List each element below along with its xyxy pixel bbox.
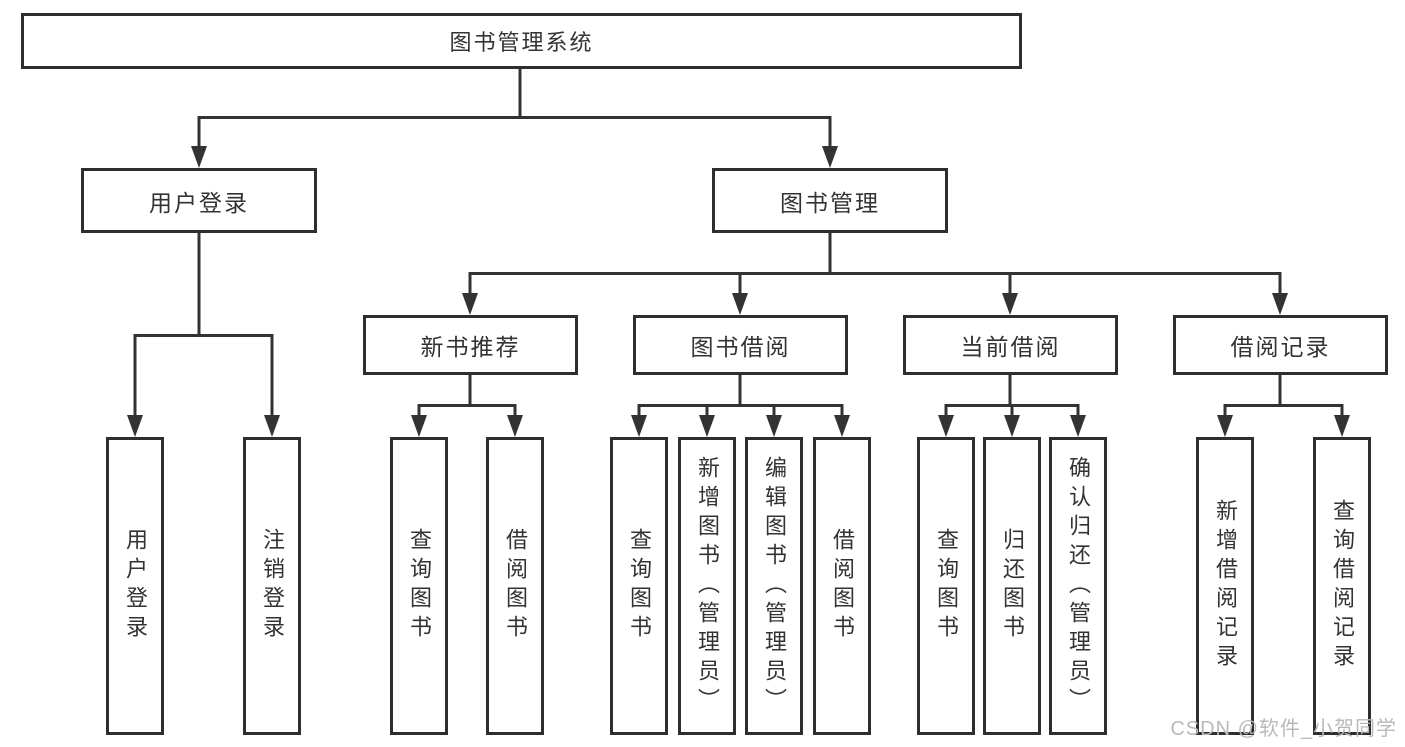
leaf-record-add: 新增借阅记录 xyxy=(1196,437,1254,735)
leaf-bookborrow-edit: 编辑图书（管理员） xyxy=(745,437,803,735)
leaf-bookborrow-add: 新增图书（管理员） xyxy=(678,437,736,735)
watermark: CSDN @软件_小贺同学 xyxy=(1170,718,1397,740)
leaf-bookborrow-add-label: 新增图书（管理员） xyxy=(695,455,720,717)
connector-borrow-record-to-leaves xyxy=(1217,375,1350,437)
leaf-currentborrow-query-label: 查询图书 xyxy=(934,528,959,644)
node-root: 图书管理系统 xyxy=(21,13,1022,69)
leaf-newbook-borrow-label: 借阅图书 xyxy=(503,528,528,644)
connector-new-book-rec-to-leaves xyxy=(411,375,523,437)
leaf-bookborrow-edit-label: 编辑图书（管理员） xyxy=(762,455,787,717)
leaf-bookborrow-borrow-label: 借阅图书 xyxy=(830,528,855,644)
node-new-book-rec-label: 新书推荐 xyxy=(420,334,521,360)
leaf-user-login-label: 用户登录 xyxy=(123,528,148,644)
node-borrow-record: 借阅记录 xyxy=(1173,315,1388,375)
node-root-label: 图书管理系统 xyxy=(449,30,594,55)
leaf-newbook-query: 查询图书 xyxy=(390,437,448,735)
leaf-logout-label: 注销登录 xyxy=(260,528,285,644)
connector-root-to-level2 xyxy=(191,69,838,168)
leaf-currentborrow-return: 归还图书 xyxy=(983,437,1041,735)
leaf-newbook-query-label: 查询图书 xyxy=(407,528,432,644)
leaf-currentborrow-confirm-label: 确认归还（管理员） xyxy=(1066,455,1091,717)
leaf-currentborrow-query: 查询图书 xyxy=(917,437,975,735)
leaf-bookborrow-query: 查询图书 xyxy=(610,437,668,735)
connector-user-login-to-leaves xyxy=(127,233,280,437)
node-book-mgmt-label: 图书管理 xyxy=(780,189,880,216)
node-current-borrow-label: 当前借阅 xyxy=(960,334,1061,360)
leaf-record-query-label: 查询借阅记录 xyxy=(1330,499,1355,673)
leaf-bookborrow-query-label: 查询图书 xyxy=(627,528,652,644)
connector-book-mgmt-to-level3 xyxy=(462,233,1288,315)
node-book-borrow: 图书借阅 xyxy=(633,315,848,375)
node-book-borrow-label: 图书借阅 xyxy=(690,334,791,360)
leaf-record-add-label: 新增借阅记录 xyxy=(1213,499,1238,673)
node-user-login-label: 用户登录 xyxy=(149,189,249,216)
node-new-book-rec: 新书推荐 xyxy=(363,315,578,375)
leaf-newbook-borrow: 借阅图书 xyxy=(486,437,544,735)
node-book-mgmt: 图书管理 xyxy=(712,168,948,233)
node-user-login: 用户登录 xyxy=(81,168,317,233)
node-borrow-record-label: 借阅记录 xyxy=(1230,334,1331,360)
connector-current-borrow-to-leaves xyxy=(938,375,1086,437)
leaf-currentborrow-confirm: 确认归还（管理员） xyxy=(1049,437,1107,735)
leaf-record-query: 查询借阅记录 xyxy=(1313,437,1371,735)
leaf-logout: 注销登录 xyxy=(243,437,301,735)
leaf-bookborrow-borrow: 借阅图书 xyxy=(813,437,871,735)
connector-book-borrow-to-leaves xyxy=(631,375,850,437)
node-current-borrow: 当前借阅 xyxy=(903,315,1118,375)
leaf-currentborrow-return-label: 归还图书 xyxy=(1000,528,1025,644)
leaf-user-login: 用户登录 xyxy=(106,437,164,735)
